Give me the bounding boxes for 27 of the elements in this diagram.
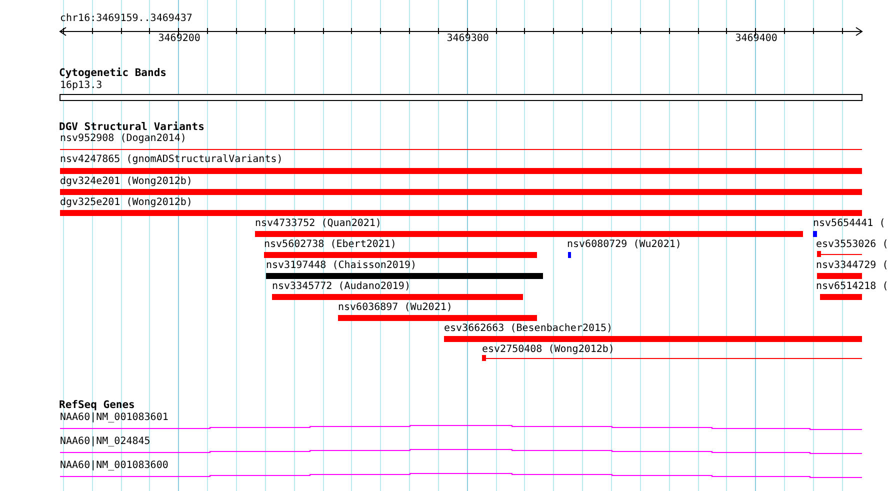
coordinate-label: chr16:3469159..3469437 [60,13,192,25]
feature-label: nsv952908 (Dogan2014) [60,133,186,145]
track-title: DGV Structural Variants [59,121,204,133]
feature-label: dgv324e201 (Wong2012b) [60,176,192,188]
feature-label: esv3553026 ( [816,239,888,251]
feature-label: nsv6080729 (Wu2021) [567,239,682,251]
tick-label: 3469300 [446,33,489,45]
feature-label: nsv3197448 (Chaisson2019) [266,260,417,272]
feature-label: nsv4733752 (Quan2021) [255,218,382,230]
feature-label: nsv6514218 ( [816,281,888,293]
tick-label: 3469200 [158,33,200,45]
track-title: Cytogenetic Bands [59,67,166,79]
feature-label: esv3662663 (Besenbacher2015) [444,323,613,335]
feature-label: nsv3345772 (Audano2019) [272,281,410,293]
feature-label: nsv5602738 (Ebert2021) [264,239,396,251]
tick-label: 3469400 [735,33,778,45]
gene-label: NAA60|NM_001083600 [60,460,168,472]
feature-label: nsv3344729 ( [816,260,888,272]
feature-label: nsv5654441 ( [813,218,886,230]
feature-label: esv2750408 (Wong2012b) [482,344,614,356]
feature-label: dgv325e201 (Wong2012b) [60,197,192,209]
feature-label: nsv4247865 (gnomADStructuralVariants) [60,154,283,166]
feature-label: nsv6036897 (Wu2021) [338,302,452,314]
gene-label: NAA60|NM_024845 [60,436,150,448]
gene-label: NAA60|NM_001083601 [60,412,168,424]
band-label: 16p13.3 [60,80,102,92]
track-title: RefSeq Genes [59,399,135,411]
